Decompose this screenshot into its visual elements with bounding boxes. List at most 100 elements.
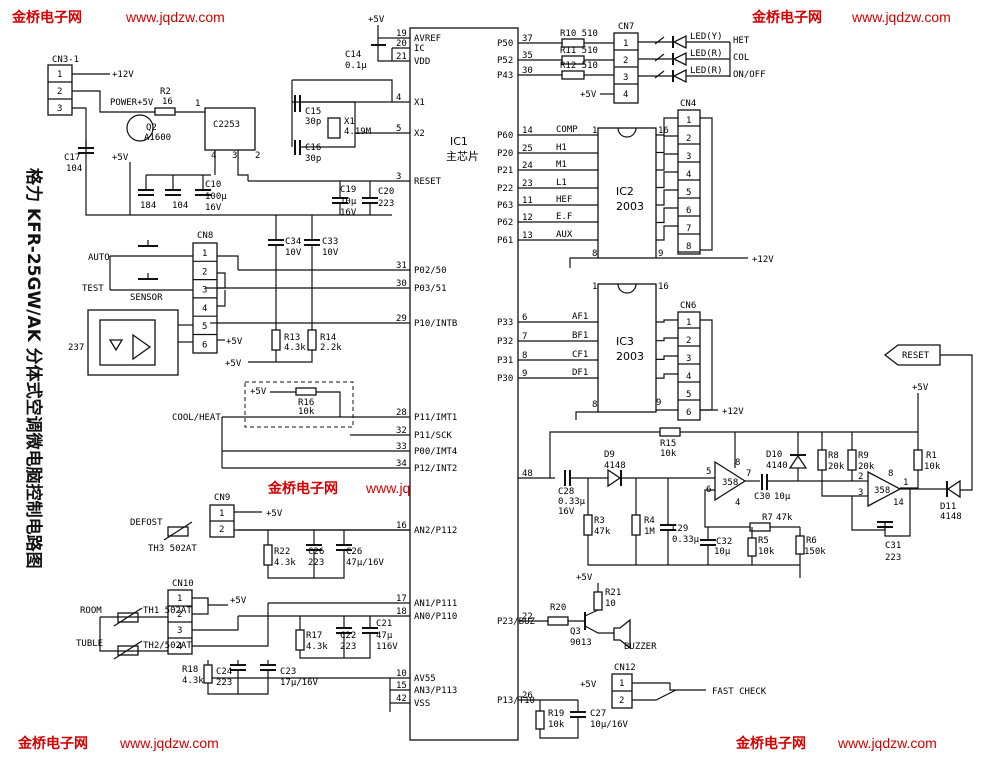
ic3-pin9: 9 bbox=[656, 398, 661, 408]
led-icon bbox=[672, 34, 687, 50]
r20-resistor bbox=[547, 616, 569, 626]
cn6-pin: 1 bbox=[686, 318, 691, 328]
cn4-pin: 8 bbox=[686, 242, 691, 252]
th1-label: TH1 502AT bbox=[143, 606, 192, 616]
cn6-pin: 6 bbox=[686, 408, 691, 418]
defost-label: DEFOST bbox=[130, 518, 163, 528]
cn10-name: CN10 bbox=[172, 579, 194, 589]
ic1-pin-label: P22 bbox=[497, 184, 513, 194]
ic1-pin-number: 5 bbox=[396, 124, 401, 134]
c29-value: 0.33μ bbox=[672, 535, 700, 545]
u358b-label: 358 bbox=[874, 486, 890, 496]
receiver-amp-icon bbox=[132, 333, 152, 361]
c24-value: 223 bbox=[216, 678, 232, 688]
c2253-regulator bbox=[204, 107, 256, 151]
r6-label: R6 bbox=[806, 536, 817, 546]
r13-resistor bbox=[271, 329, 281, 351]
ic1-pin-label: P10/INTB bbox=[414, 319, 457, 329]
ic1-pin-number: 20 bbox=[396, 39, 407, 49]
r2-resistor bbox=[154, 107, 176, 116]
ic1-pin-label: P00/IMT4 bbox=[414, 447, 457, 457]
c19-voltage: 16V bbox=[340, 208, 357, 218]
cn6-pin: 3 bbox=[686, 354, 691, 364]
c10-label: C10 bbox=[205, 180, 221, 190]
power5v-label: POWER+5V bbox=[110, 98, 154, 108]
c26b-value: 47μ/16V bbox=[346, 558, 385, 568]
r1-value: 10k bbox=[924, 462, 941, 472]
c22-value: 223 bbox=[340, 642, 356, 652]
cn7-led-label: LED(R) bbox=[690, 66, 723, 76]
c2253-label: C2253 bbox=[213, 120, 240, 130]
c19-label: C19 bbox=[340, 185, 356, 195]
th3-label: TH3 502AT bbox=[148, 544, 197, 554]
ic1-pin-label: P52 bbox=[497, 56, 513, 66]
cn7-pin: 3 bbox=[623, 73, 628, 83]
watermark-brand: 金桥电子网 bbox=[751, 9, 822, 26]
r3-value: 47k bbox=[594, 527, 611, 537]
receiver-label: 237 bbox=[68, 343, 84, 353]
r6-resistor bbox=[795, 535, 805, 555]
ic1-pin-number: 17 bbox=[396, 594, 407, 604]
r5-resistor bbox=[747, 537, 757, 557]
ic3-pin16: 16 bbox=[658, 282, 669, 292]
buzzer-label: BUZZER bbox=[624, 642, 657, 652]
ic1-pin-label: P43 bbox=[497, 71, 513, 81]
ic1-pin-label: P31 bbox=[497, 356, 513, 366]
r15-resistor bbox=[659, 427, 681, 437]
q2-transistor bbox=[126, 114, 154, 142]
c26a-value: 223 bbox=[308, 558, 324, 568]
r4-resistor bbox=[631, 514, 641, 536]
ic1-pin-label: X1 bbox=[414, 98, 425, 108]
c32-label: C32 bbox=[716, 537, 732, 547]
cn4-pin: 5 bbox=[686, 188, 691, 198]
watermark-brand: 金桥电子网 bbox=[267, 480, 338, 497]
r22-resistor bbox=[263, 544, 273, 566]
r22-label: R22 bbox=[274, 547, 290, 557]
ic1-pin-number: 6 bbox=[522, 313, 527, 323]
c23-label: C23 bbox=[280, 667, 296, 677]
ic1-pin-number: 26 bbox=[522, 691, 533, 701]
r2-value: 16 bbox=[162, 97, 173, 107]
r20-label: R20 bbox=[550, 603, 566, 613]
ic1-subtitle: 主芯片 bbox=[446, 149, 479, 163]
ic1-right-pin-wires bbox=[518, 42, 598, 701]
cn7-pin: 4 bbox=[623, 90, 628, 100]
x1-label: X1 bbox=[344, 117, 355, 127]
r1-label: R1 bbox=[926, 451, 937, 461]
r21-label: R21 bbox=[605, 588, 621, 598]
c15-label: C15 bbox=[305, 107, 321, 117]
u358a-label: 358 bbox=[722, 478, 738, 488]
ic1-pin-number: 33 bbox=[396, 442, 407, 452]
watermark-url: www.jqdzw.com bbox=[851, 9, 951, 25]
ic1-pin-number: 32 bbox=[396, 426, 407, 436]
r4-label: R4 bbox=[644, 516, 655, 526]
watermark-bottom-right: 金桥电子网 www.jqdzw.com bbox=[735, 735, 937, 752]
ic1-pin-number: 42 bbox=[396, 694, 407, 704]
c24-label: C24 bbox=[216, 667, 232, 677]
ic1-pin-number: 23 bbox=[522, 179, 533, 189]
cn8-pin: 3 bbox=[202, 286, 207, 296]
c34-label: C34 bbox=[285, 237, 301, 247]
q2-label: Q2 bbox=[146, 123, 157, 133]
cn6-pin: 4 bbox=[686, 372, 691, 382]
ic1-pin-number: 34 bbox=[396, 459, 407, 469]
cn4-connector bbox=[677, 109, 701, 255]
u358b-pin3: 3 bbox=[858, 488, 863, 498]
ic1-pin-label: P50 bbox=[497, 39, 513, 49]
diagram-title: 格力 KFR-25GW/AK 分体式空调微电脑控制电路图 bbox=[23, 168, 44, 569]
ic1-pin-label: AN3/P113 bbox=[414, 686, 457, 696]
r17-label: R17 bbox=[306, 631, 322, 641]
ic1-pin-label: P63 bbox=[497, 201, 513, 211]
ic1-pin-label: P03/51 bbox=[414, 284, 447, 294]
r3-resistor bbox=[583, 514, 593, 536]
cn4-pin: 7 bbox=[686, 224, 691, 234]
r19-label: R19 bbox=[548, 709, 564, 719]
ic3-driver bbox=[597, 283, 657, 413]
th2-label: TH2/502AT bbox=[143, 641, 192, 651]
r18-label: R18 bbox=[182, 665, 198, 675]
cn4-pin: 2 bbox=[686, 134, 691, 144]
reset-label: RESET bbox=[902, 351, 930, 361]
c29-label: C29 bbox=[672, 524, 688, 534]
cn8-pin: 2 bbox=[202, 267, 207, 277]
